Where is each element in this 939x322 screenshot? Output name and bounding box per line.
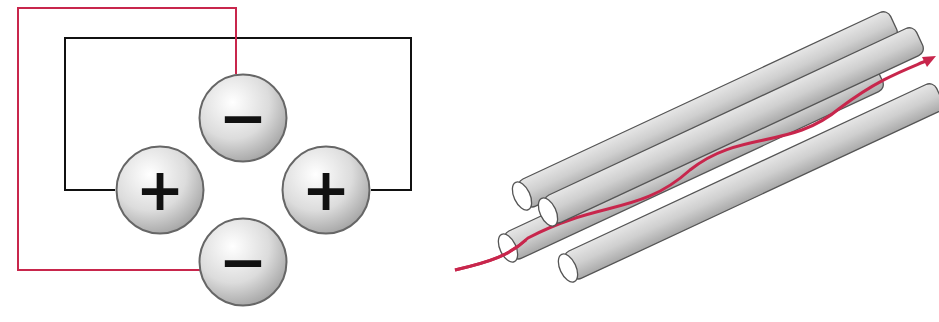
- ion-path: [455, 60, 928, 270]
- rod: [508, 9, 900, 213]
- polarity-sign: +: [281, 145, 371, 235]
- ion-arrowhead: [922, 56, 936, 67]
- electrode-circle: −: [198, 217, 288, 307]
- wire: [18, 8, 236, 270]
- electrode-circle: +: [115, 145, 205, 235]
- rod: [554, 81, 939, 285]
- ion-path: [455, 240, 526, 270]
- polarity-sign: +: [115, 145, 205, 235]
- electrode-circle: +: [281, 145, 371, 235]
- electrode-circle: −: [198, 73, 288, 163]
- polarity-sign: −: [198, 217, 288, 307]
- polarity-sign: −: [198, 73, 288, 163]
